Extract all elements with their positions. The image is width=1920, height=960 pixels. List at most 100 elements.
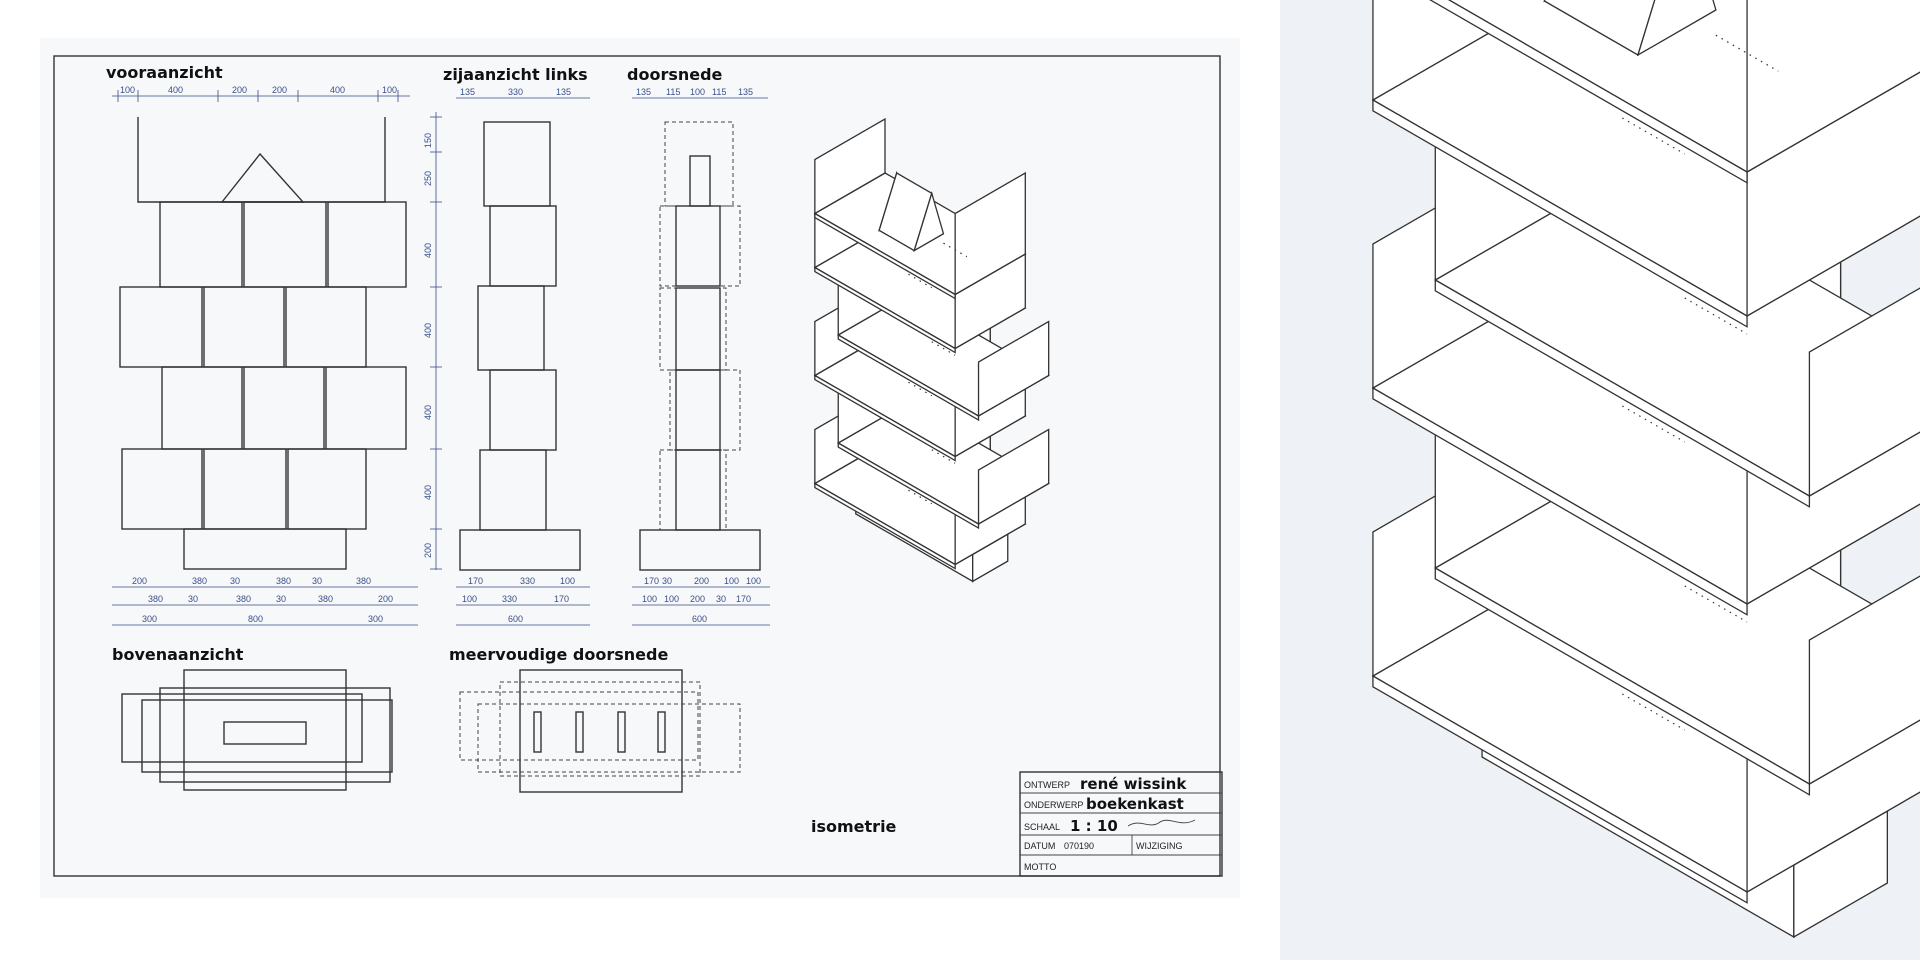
dim-sec-b3-1: 600 — [692, 614, 707, 624]
dim-front-b2-6: 200 — [378, 594, 393, 604]
isometric-detail-photo — [1371, 0, 1920, 939]
dim-front-top-6: 100 — [382, 85, 397, 95]
dim-front-b2-5: 380 — [318, 594, 333, 604]
dim-sec-b1-4: 100 — [724, 576, 739, 586]
dim-front-b1-6: 380 — [356, 576, 371, 586]
dim-vert-7: 200 — [423, 543, 433, 558]
dotted-line-4 — [1622, 117, 1686, 155]
side-panel-right-3 — [977, 320, 1050, 418]
side-panel-right-1 — [1808, 575, 1920, 786]
top-panel-right — [1746, 0, 1920, 174]
view-title-section: doorsnede — [627, 65, 723, 84]
dim-sec-top-4: 115 — [712, 87, 726, 97]
signature — [1127, 819, 1196, 827]
dim-sec-top-5: 135 — [738, 87, 753, 97]
dim-front-b1-5: 30 — [312, 576, 322, 586]
dim-sec-b2-5: 170 — [736, 594, 751, 604]
section-view: 135 115 100 115 135 170 30 200 100 100 1… — [632, 87, 770, 626]
dim-side-b2-1: 100 — [462, 594, 477, 604]
view-title-multi-section: meervoudige doorsnede — [449, 645, 668, 664]
dim-front-b2-3: 380 — [236, 594, 251, 604]
dim-sec-b2-3: 200 — [690, 594, 705, 604]
side-panel-right-3 — [1808, 287, 1920, 498]
side-view: 135 330 135 170 330 100 100 330 170 600 — [456, 87, 590, 626]
dotted-line-top — [943, 242, 968, 258]
vertical-dimension: 150 250 400 400 400 400 200 — [423, 112, 442, 570]
dim-front-b1-3: 30 — [230, 576, 240, 586]
dotted-line-1 — [1684, 585, 1748, 623]
view-title-front: vooraanzicht — [106, 63, 223, 82]
dim-sec-b2-2: 100 — [664, 594, 679, 604]
dim-sec-top-2: 115 — [666, 87, 680, 97]
dim-side-b2-2: 330 — [502, 594, 517, 604]
paper-sheet — [40, 38, 1240, 898]
dim-front-top-2: 400 — [168, 85, 183, 95]
datum-value: 070190 — [1064, 841, 1094, 851]
side-panel-left-4 — [1372, 0, 1548, 102]
dim-front-b3-3: 300 — [368, 614, 383, 624]
dim-front-b2-1: 380 — [148, 594, 163, 604]
side-panel-right-1 — [977, 428, 1050, 526]
dotted-line-2 — [1622, 405, 1686, 443]
dim-side-top-3: 135 — [556, 87, 571, 97]
dim-front-b3-2: 800 — [248, 614, 263, 624]
schaal-label: SCHAAL — [1024, 822, 1060, 832]
ontwerp-value: rené wissink — [1080, 775, 1187, 793]
view-title-top: bovenaanzicht — [112, 645, 244, 664]
onderwerp-label: ONDERWERP — [1024, 800, 1083, 810]
dim-side-top-2: 330 — [508, 87, 523, 97]
motto-label: MOTTO — [1024, 862, 1056, 872]
dim-front-b1-4: 380 — [276, 576, 291, 586]
dim-side-b1-2: 330 — [520, 576, 535, 586]
dim-vert-6: 400 — [423, 485, 433, 500]
triangle-slope — [1543, 0, 1656, 56]
dim-front-top-1: 100 — [120, 85, 135, 95]
dotted-line-0 — [908, 489, 933, 505]
dim-sec-b1-5: 100 — [746, 576, 761, 586]
dim-side-b3-1: 600 — [508, 614, 523, 624]
dim-vert-5: 400 — [423, 405, 433, 420]
dim-sec-top-3: 100 — [690, 87, 705, 97]
dim-front-b1-2: 380 — [192, 576, 207, 586]
dim-vert-3: 400 — [423, 243, 433, 258]
dotted-line-3 — [931, 341, 956, 356]
top-panel-right — [954, 171, 1026, 296]
view-title-iso: isometrie — [811, 817, 897, 836]
isometric-view — [813, 117, 1050, 583]
dim-side-b2-3: 170 — [554, 594, 569, 604]
dim-sec-b2-4: 30 — [716, 594, 726, 604]
multi-section-view — [459, 669, 741, 793]
base-block — [183, 528, 347, 570]
dim-front-b2-4: 30 — [276, 594, 286, 604]
dim-front-b3-1: 300 — [142, 614, 157, 624]
dotted-line-1 — [931, 449, 956, 464]
dim-front-top-5: 400 — [330, 85, 345, 95]
top-panel-left — [814, 117, 886, 215]
front-view: 100 400 200 200 400 100 200 380 30 380 — [112, 85, 418, 626]
dim-front-b1-1: 200 — [132, 576, 147, 586]
dim-vert-2: 250 — [423, 171, 433, 186]
onderwerp-value: boekenkast — [1086, 795, 1184, 813]
wijziging-label: WIJZIGING — [1136, 841, 1183, 851]
ontwerp-label: ONTWERP — [1024, 780, 1070, 790]
dim-sec-b1-3: 200 — [694, 576, 709, 586]
schaal-value: 1 : 10 — [1070, 817, 1118, 835]
dotted-line-0 — [1622, 693, 1686, 731]
sheet-border — [53, 55, 1221, 877]
dotted-line-4 — [908, 273, 933, 289]
dim-side-top-1: 135 — [460, 87, 475, 97]
dim-front-top-3: 200 — [232, 85, 247, 95]
top-view — [121, 669, 393, 791]
dotted-line-2 — [908, 381, 933, 397]
dim-sec-top-1: 135 — [636, 87, 651, 97]
view-title-side: zijaanzicht links — [443, 65, 588, 84]
dotted-line-top — [1715, 34, 1779, 72]
dim-side-b1-3: 100 — [560, 576, 575, 586]
dotted-line-3 — [1684, 297, 1748, 335]
title-block: ONTWERP rené wissink ONDERWERP boekenkas… — [1019, 771, 1223, 877]
dim-vert-1: 150 — [423, 133, 433, 148]
dim-vert-4: 400 — [423, 323, 433, 338]
triangle-side — [1636, 0, 1717, 57]
dim-front-top-4: 200 — [272, 85, 287, 95]
